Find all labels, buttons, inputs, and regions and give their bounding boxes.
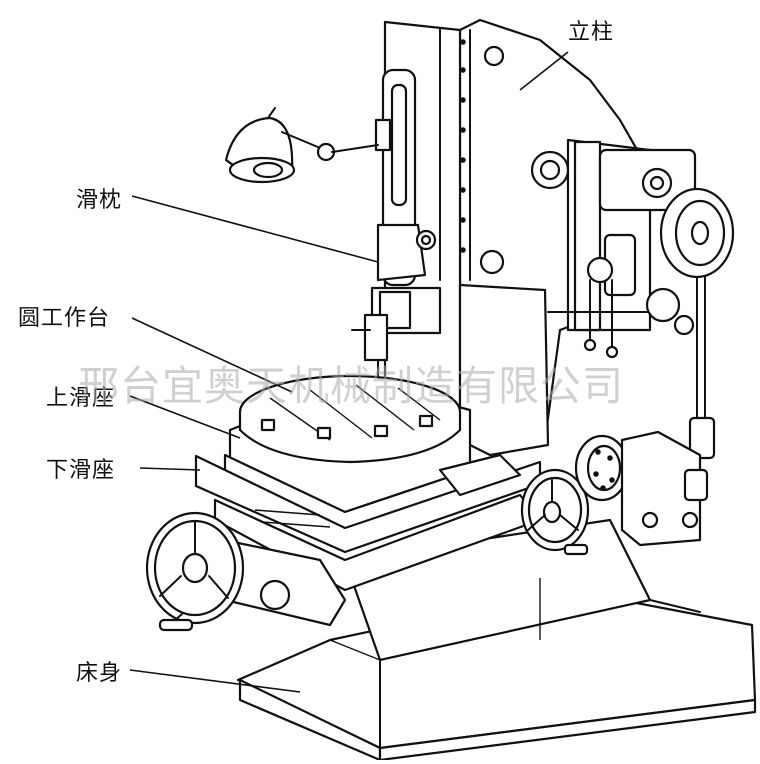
feed-gearbox (530, 138, 697, 359)
ram (351, 68, 442, 381)
leader-lines (129, 51, 569, 693)
leader-lower-slide (139, 467, 201, 471)
label-column: 立柱 (568, 20, 615, 45)
rotary-table (228, 374, 472, 514)
label-bed: 床身 (76, 661, 123, 686)
left-handwheel (145, 511, 347, 632)
leader-upper-slide (129, 395, 241, 439)
leader-rotary-table (131, 317, 293, 393)
leader-column (519, 51, 569, 91)
right-handwheel (520, 430, 709, 556)
bed (236, 518, 757, 762)
label-upper-slide: 上滑座 (46, 386, 116, 411)
lamp (224, 107, 379, 184)
label-rotary-table: 圆工作台 (18, 306, 111, 331)
label-lower-slide: 下滑座 (46, 458, 116, 483)
leader-ram (131, 195, 379, 263)
label-ram: 滑枕 (76, 188, 123, 213)
watermark-text: 邢台宜奥天机械制造有限公司 (78, 362, 624, 410)
leader-bed (129, 669, 301, 693)
flywheel (659, 187, 735, 460)
